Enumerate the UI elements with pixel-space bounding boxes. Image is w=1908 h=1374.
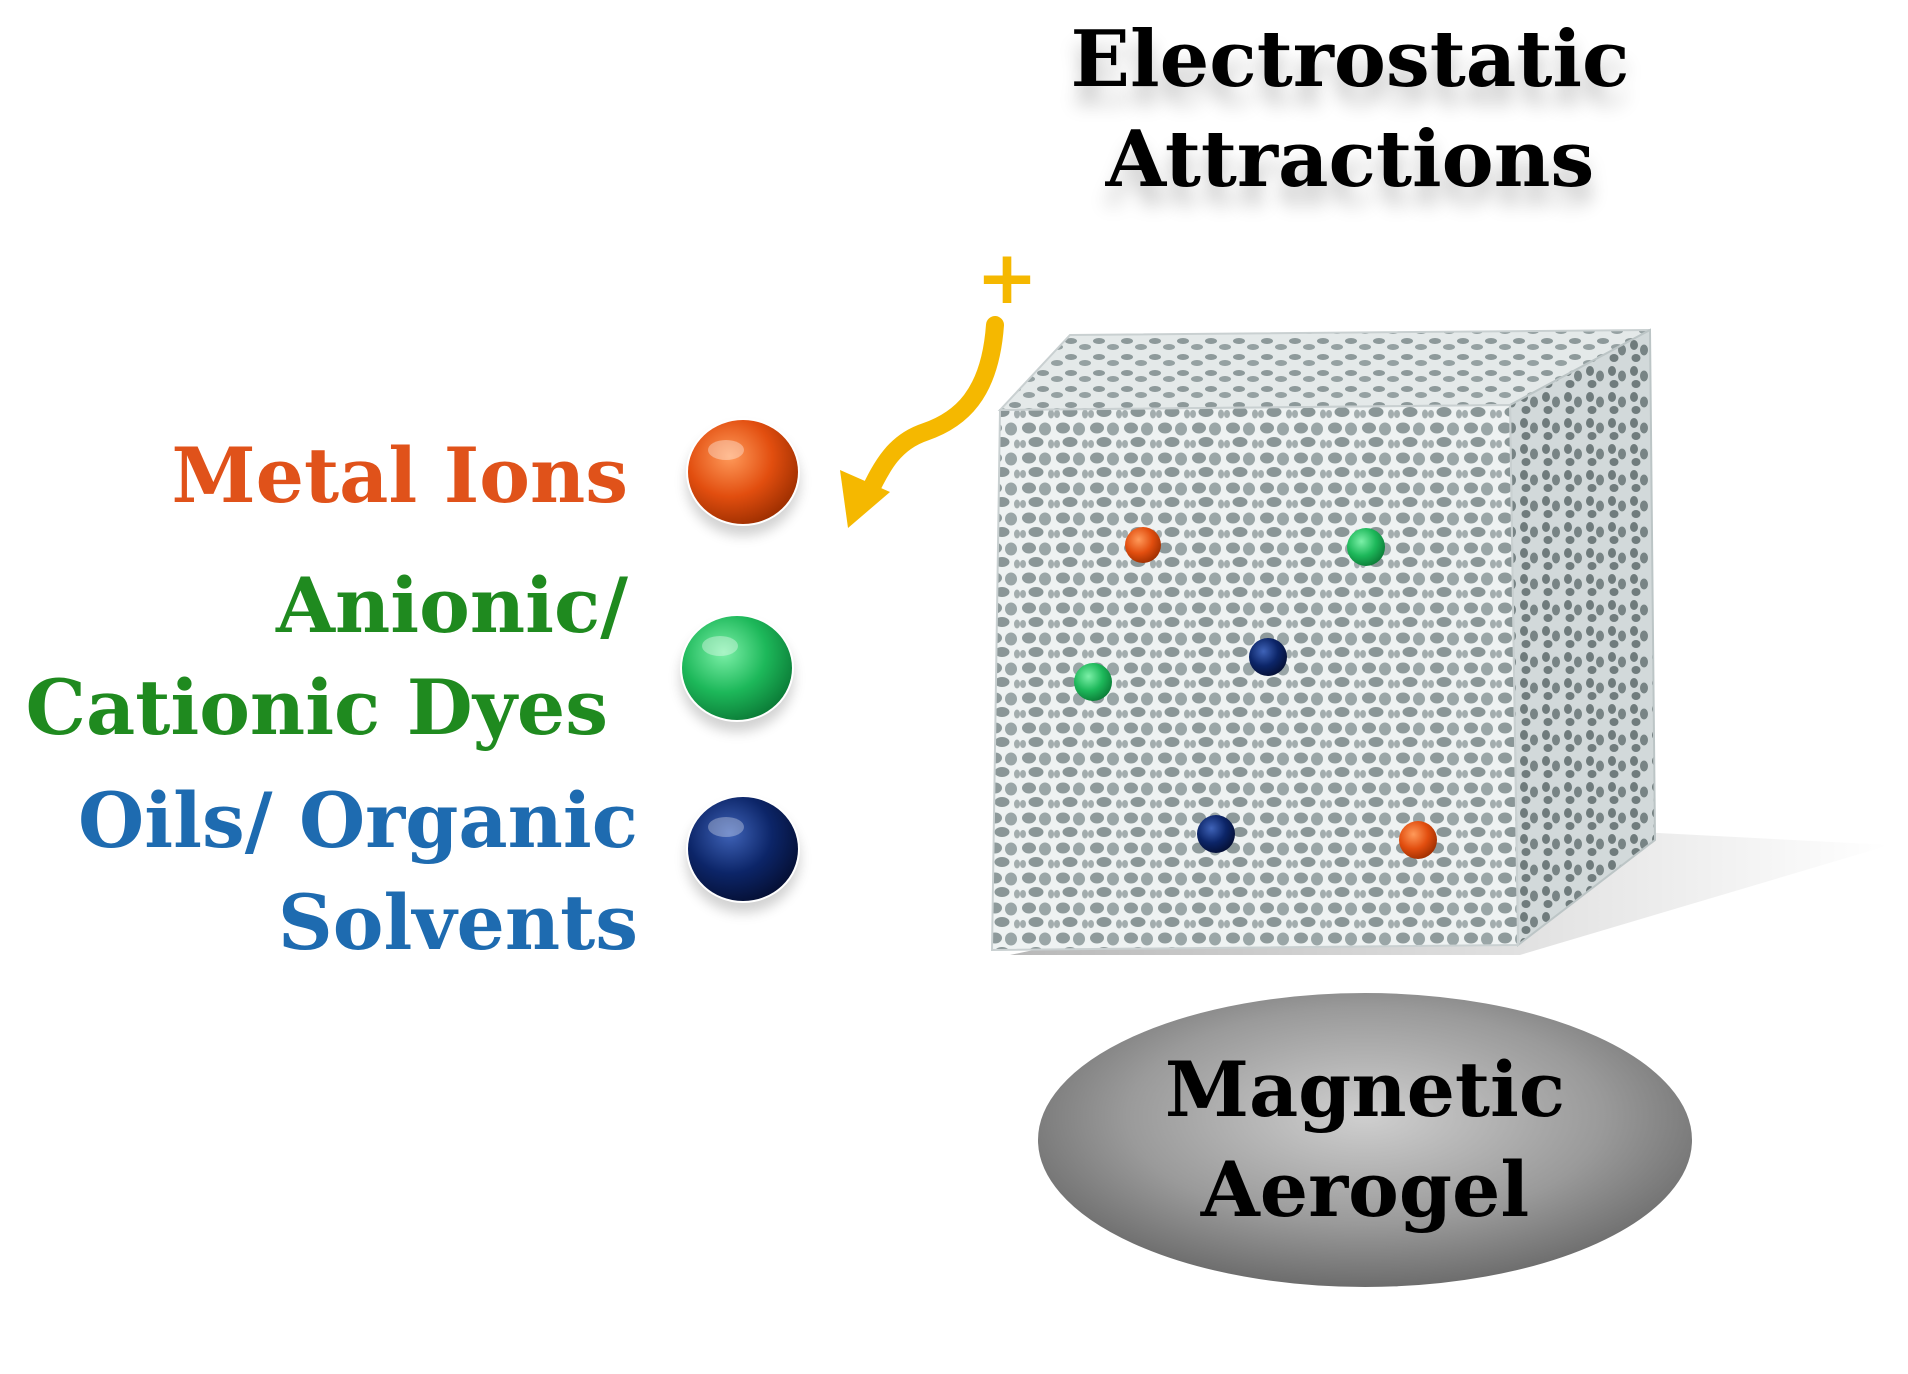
arrow-head-icon [840,470,890,528]
base-label-line-1: Magnetic [1164,1045,1566,1134]
magnetic-aerogel-label: Magnetic Aerogel [1040,1040,1690,1240]
aerogel-front-face [990,403,1520,952]
charge-symbol: + [976,235,1039,321]
label-dyes: Anionic/ Cationic Dyes [25,555,628,759]
title-line-2: Attractions [1105,114,1595,205]
oil-sphere [688,797,798,901]
label-metal-ions-line-1: Metal Ions [171,431,628,520]
embedded-dye [1347,528,1385,566]
base-label-line-2: Aerogel [1200,1145,1530,1234]
aerogel-cube [990,328,1657,952]
embedded-dye [1074,663,1112,701]
magnetic-base [1032,987,1698,1293]
metal-ion-sphere [688,420,798,524]
label-oils-line-1: Oils/ Organic [78,776,638,865]
embedded-metal-ion [1399,821,1437,859]
aerogel-side-face [1508,328,1657,948]
attraction-arrow [840,316,1004,528]
embedded-oil [1249,638,1287,676]
arrow-curve [859,316,1004,504]
label-dyes-line-1: Anionic/ [276,561,628,650]
dye-sphere [682,616,792,720]
title-line-1: Electrostatic [1070,14,1630,105]
diagram-title: Electrostatic Attractions [1030,10,1670,210]
label-oils-solvents: Oils/ Organic Solvents [78,770,638,974]
embedded-oil [1197,815,1235,853]
embedded-metal-ion [1125,527,1161,563]
label-metal-ions: Metal Ions [172,425,628,527]
label-dyes-line-2: Cationic Dyes [25,663,608,752]
label-oils-line-2: Solvents [277,878,638,967]
